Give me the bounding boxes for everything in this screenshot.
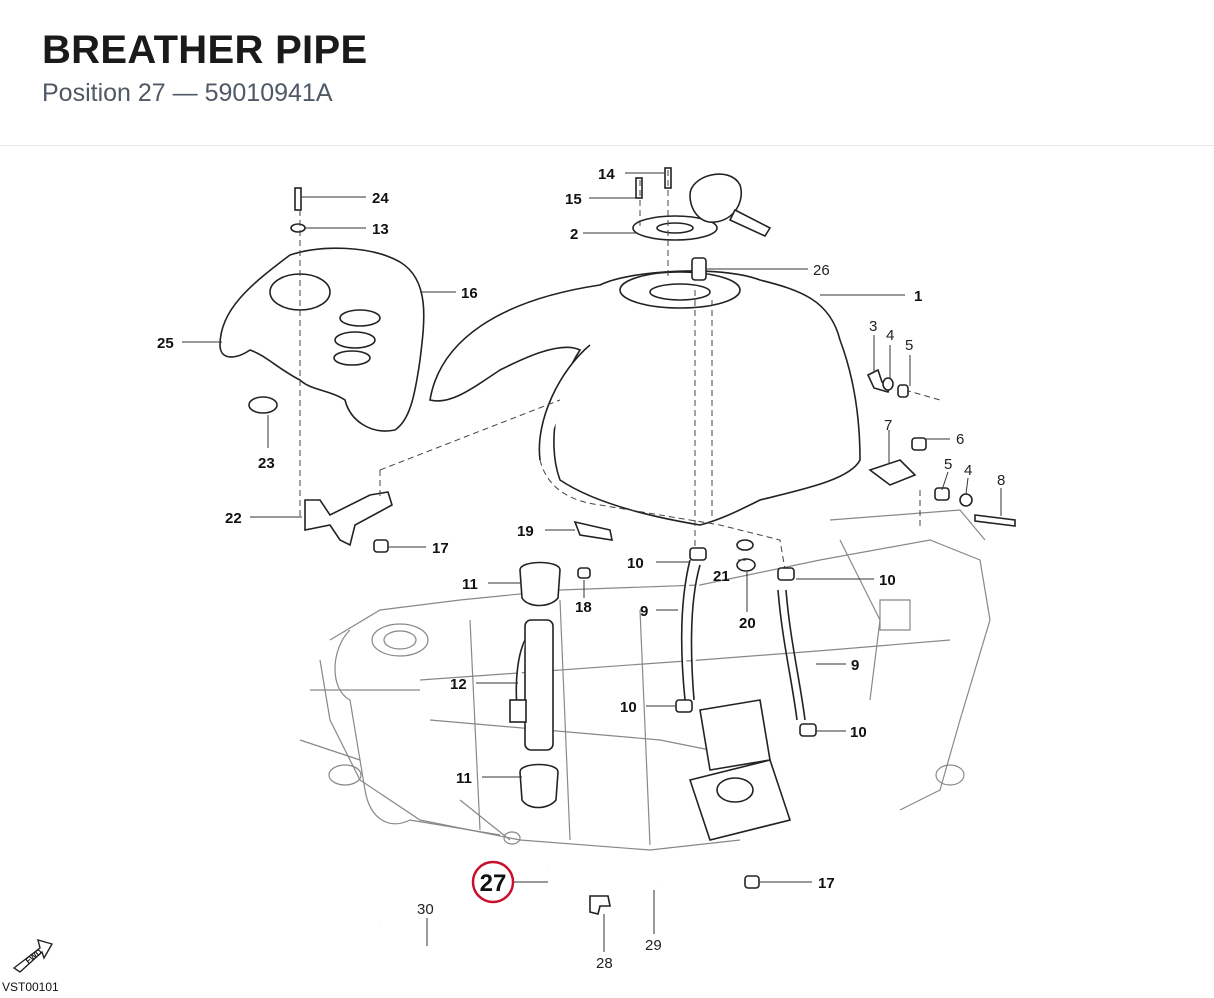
header-divider (0, 145, 1214, 146)
callout-2: 2 (570, 226, 578, 243)
fuel-tank (429, 270, 861, 526)
callout-25: 25 (157, 335, 174, 352)
page-title: BREATHER PIPE (42, 28, 368, 72)
callout-21: 21 (713, 568, 730, 585)
callout-26: 26 (813, 262, 830, 279)
callout-5a: 5 (905, 337, 913, 354)
callout-20: 20 (739, 615, 756, 632)
callout-9a: 9 (640, 603, 648, 620)
callout-6: 6 (956, 431, 964, 448)
callout-10c: 10 (620, 699, 637, 716)
motorcycle-frame (299, 509, 991, 851)
callout-12: 12 (450, 676, 467, 693)
callout-17b: 17 (818, 875, 835, 892)
fwd-arrow-icon: FWD (12, 938, 54, 973)
callout-14: 14 (598, 166, 615, 183)
callout-24: 24 (372, 190, 389, 207)
side-cover (219, 187, 425, 432)
callout-11a: 11 (462, 576, 478, 593)
callout-4b: 4 (964, 462, 972, 479)
leader-lines (182, 172, 1002, 952)
assembly-guides (299, 170, 941, 571)
small-parts (573, 368, 1016, 889)
callout-18: 18 (575, 599, 592, 616)
diagram-code: VST00101 (2, 980, 59, 994)
callout-17a: 17 (432, 540, 449, 557)
page-header: BREATHER PIPE Position 27 — 59010941A (42, 28, 367, 108)
breather-pipes (358, 862, 659, 952)
callout-23: 23 (258, 455, 275, 472)
highlight-ring (471, 860, 515, 904)
callout-9b: 9 (851, 657, 859, 674)
fuel-cap-assembly (632, 167, 772, 281)
rubber-mounts (509, 561, 561, 809)
page-subtitle: Position 27 — 59010941A (42, 79, 333, 107)
callout-11b: 11 (456, 770, 472, 787)
callout-29: 29 (645, 937, 662, 954)
callout-3: 3 (869, 318, 877, 335)
callout-1: 1 (914, 288, 922, 305)
callout-15: 15 (565, 191, 582, 208)
callout-16: 16 (461, 285, 478, 302)
callout-4a: 4 (886, 327, 894, 344)
callout-19: 19 (517, 523, 534, 540)
bracket (304, 491, 393, 553)
callout-10a: 10 (627, 555, 644, 572)
callout-8: 8 (997, 472, 1005, 489)
callout-10b: 10 (879, 572, 896, 589)
callout-10d: 10 (850, 724, 867, 741)
fuel-pump-assembly (675, 547, 817, 841)
highlight-callout-27[interactable]: 27 (471, 860, 515, 904)
callout-13: 13 (372, 221, 389, 238)
callout-30: 30 (417, 901, 434, 918)
highlight-label: 27 (480, 870, 507, 897)
callout-7: 7 (884, 417, 892, 434)
callout-22: 22 (225, 510, 242, 527)
callout-labels: 14 15 2 26 1 24 13 16 25 23 22 17 3 4 5 … (157, 166, 1005, 972)
callout-28: 28 (596, 955, 613, 972)
callout-5b: 5 (944, 456, 952, 473)
